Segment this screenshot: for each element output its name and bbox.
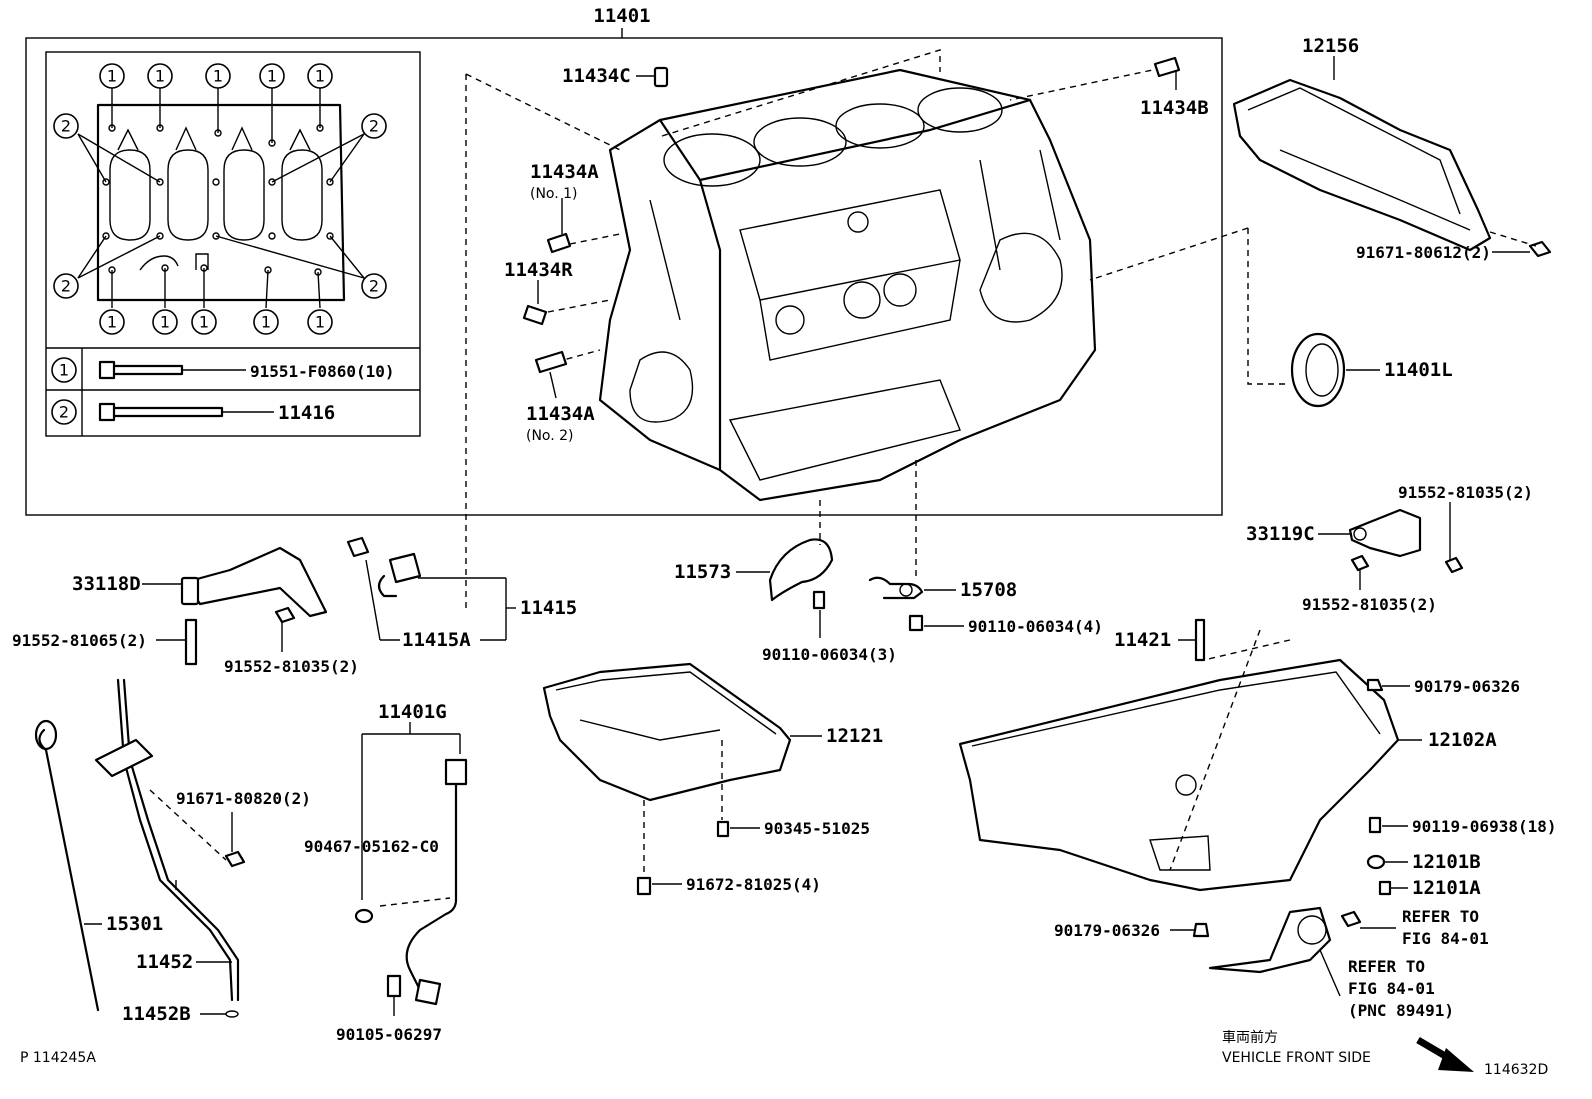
callout-11573[interactable]: 11573	[674, 561, 731, 583]
svg-text:2: 2	[369, 117, 379, 136]
inset-markers: 1 1 1 1 1 1 1 1 1 1 2 2 2 2	[53, 63, 387, 335]
oil-nozzle-15708: 15708 90110-06034(4)	[868, 576, 1103, 636]
callout-90110-06034-3[interactable]: 90110-06034(3)	[762, 645, 897, 664]
oil-pan-12102A: 12102A 90179-06326 90119-06938(18) 12101…	[958, 629, 1557, 940]
oil-seal-11401L: 11401L	[1290, 332, 1453, 408]
callout-33119C[interactable]: 33119C	[1246, 523, 1315, 545]
legend-mark-2: 2	[59, 403, 69, 422]
dipstick-assembly: 91671-80820(2) 15301 11452 11452B	[34, 678, 311, 1025]
oil-pressure-switch-11415: 11415A 11415	[346, 536, 577, 651]
front-arrow-icon	[1416, 1036, 1474, 1072]
callout-11434A-no2[interactable]: 11434A	[526, 403, 595, 425]
bracket-33118D: 33118D 91552-81065(2) 91552-81035(2)	[12, 546, 359, 676]
svg-text:1: 1	[199, 313, 209, 332]
callout-15301[interactable]: 15301	[106, 913, 163, 935]
legend-part-91551[interactable]: 91551-F0860(10)	[250, 362, 395, 381]
inset-leaders	[77, 88, 365, 309]
callout-12156[interactable]: 12156	[1302, 35, 1359, 57]
callout-91552-81035-b[interactable]: 91552-81035(2)	[1302, 595, 1437, 614]
page-reference: P 114245A	[20, 1050, 96, 1066]
callout-91672-81025[interactable]: 91672-81025(4)	[686, 875, 821, 894]
sensor-harness-11401G: 11401G 90467-05162-C0 90105-06297	[304, 701, 468, 1044]
svg-text:1: 1	[155, 67, 165, 86]
callout-11434A-no1-sub: (No. 1)	[530, 186, 578, 202]
refer-1-line-a[interactable]: REFER TO	[1402, 907, 1479, 926]
svg-text:1: 1	[315, 313, 325, 332]
callout-90345-51025[interactable]: 90345-51025	[764, 819, 870, 838]
block-guides	[465, 49, 1290, 610]
baffle-plate-12156: 12156 91671-80612(2)	[1232, 35, 1552, 262]
refer-2-line-a[interactable]: REFER TO	[1348, 957, 1425, 976]
direction-label-en: VEHICLE FRONT SIDE	[1222, 1050, 1371, 1066]
callout-91552-81035-c[interactable]: 91552-81035(2)	[224, 657, 359, 676]
callout-90179-06326-a[interactable]: 90179-06326	[1414, 677, 1520, 696]
callout-33118D[interactable]: 33118D	[72, 573, 141, 595]
svg-text:2: 2	[61, 277, 71, 296]
block-bottom-view	[96, 103, 346, 302]
callout-11434A-no2-sub: (No. 2)	[526, 428, 574, 444]
callout-90119-06938[interactable]: 90119-06938(18)	[1412, 817, 1557, 836]
oil-pan-12121: 12121 90345-51025 91672-81025(4)	[542, 662, 883, 896]
callout-91552-81065[interactable]: 91552-81065(2)	[12, 631, 147, 650]
svg-text:1: 1	[107, 313, 117, 332]
refer-2-line-c[interactable]: (PNC 89491)	[1348, 1001, 1454, 1020]
svg-text:1: 1	[315, 67, 325, 86]
callout-11452[interactable]: 11452	[136, 951, 193, 973]
bolt-pattern-inset: 1 1 1 1 1 1 1 1 1 1 2 2 2 2 1 91551-F086…	[45, 51, 421, 437]
figure-id: 114632D	[1484, 1062, 1548, 1078]
callout-11434B[interactable]: 11434B	[1140, 97, 1209, 119]
callout-11434R[interactable]: 11434R	[504, 259, 573, 281]
svg-text:1: 1	[261, 313, 271, 332]
callout-11434C[interactable]: 11434C	[562, 65, 631, 87]
oil-jet-11573: 11573 90110-06034(3)	[674, 538, 897, 664]
svg-text:2: 2	[61, 117, 71, 136]
callout-91552-81035-a[interactable]: 91552-81035(2)	[1398, 483, 1533, 502]
callout-15708[interactable]: 15708	[960, 579, 1017, 601]
callout-11401L[interactable]: 11401L	[1384, 359, 1453, 381]
legend-part-11416[interactable]: 11416	[278, 402, 335, 424]
callout-90467-05162-C0[interactable]: 90467-05162-C0	[304, 837, 439, 856]
refer-1-line-b[interactable]: FIG 84-01	[1402, 929, 1489, 948]
callout-90179-06326-b[interactable]: 90179-06326	[1054, 921, 1160, 940]
callout-11434A-no1[interactable]: 11434A	[530, 161, 599, 183]
callout-11421[interactable]: 11421	[1114, 629, 1171, 651]
stud-11421: 11421	[1114, 618, 1206, 662]
svg-text:2: 2	[369, 277, 379, 296]
callout-91671-80820[interactable]: 91671-80820(2)	[176, 789, 311, 808]
callout-11452B[interactable]: 11452B	[122, 1003, 191, 1025]
callout-12101A[interactable]: 12101A	[1412, 877, 1481, 899]
callout-90105-06297[interactable]: 90105-06297	[336, 1025, 442, 1044]
svg-text:1: 1	[267, 67, 277, 86]
legend-mark-1: 1	[59, 361, 69, 380]
callout-12101B[interactable]: 12101B	[1412, 851, 1481, 873]
svg-text:1: 1	[160, 313, 170, 332]
direction-label-jp: 車両前方	[1222, 1029, 1278, 1046]
callout-11401G[interactable]: 11401G	[378, 701, 447, 723]
dowels: 11434C 11434B 11434A (No. 1) 11434R 1143…	[504, 56, 1209, 444]
callout-12121[interactable]: 12121	[826, 725, 883, 747]
cylinder-block-frame: 11401	[25, 5, 1223, 516]
callout-91671-80612[interactable]: 91671-80612(2)	[1356, 243, 1491, 262]
svg-text:1: 1	[107, 67, 117, 86]
callout-12102A[interactable]: 12102A	[1428, 729, 1497, 751]
strainer-area: REFER TO FIG 84-01 REFER TO FIG 84-01 (P…	[1208, 906, 1489, 1020]
callout-11401[interactable]: 11401	[593, 5, 650, 27]
callout-11415A[interactable]: 11415A	[402, 629, 471, 651]
refer-2-line-b[interactable]: FIG 84-01	[1348, 979, 1435, 998]
callout-90110-06034-4[interactable]: 90110-06034(4)	[968, 617, 1103, 636]
footer: P 114245A 車両前方 VEHICLE FRONT SIDE 114632…	[20, 1029, 1548, 1078]
svg-text:1: 1	[213, 67, 223, 86]
inset-legend: 1 91551-F0860(10) 2 11416	[51, 357, 395, 425]
callout-11415[interactable]: 11415	[520, 597, 577, 619]
cylinder-block	[598, 68, 1097, 502]
bracket-33119C: 33119C 91552-81035(2) 91552-81035(2)	[1246, 483, 1533, 614]
